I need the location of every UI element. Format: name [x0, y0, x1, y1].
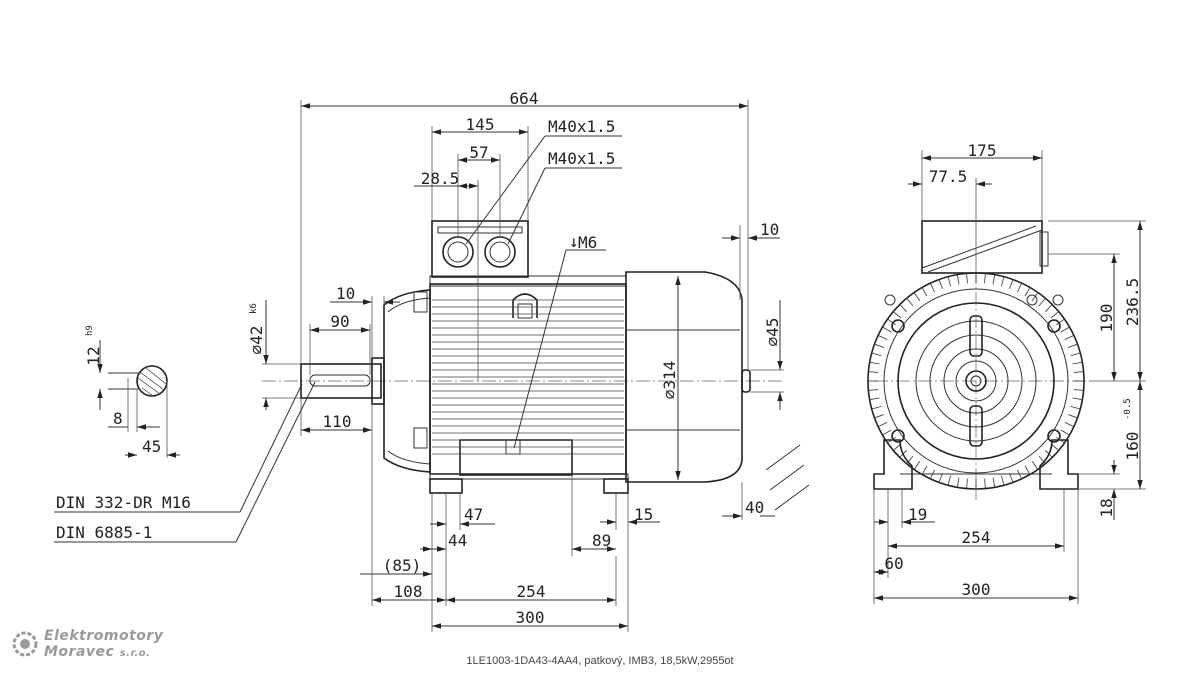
- shaft-diameter-label: ⌀42: [247, 326, 266, 355]
- rear-shaft-diameter-label: ⌀45: [763, 318, 782, 347]
- logo-line-1: Elektromotory: [44, 628, 164, 644]
- rear-foot-hole-label: 89: [592, 531, 611, 550]
- key-depth-label: 8: [113, 409, 123, 428]
- company-logo: Elektromotory Moravec s.r.o.: [10, 628, 210, 668]
- gland-spacing-label: 57: [469, 143, 488, 162]
- foot-hole-label: 47: [464, 505, 483, 524]
- key-width-label: 12: [84, 346, 103, 365]
- key-length-label: 90: [330, 312, 349, 331]
- din6885-callout: DIN 6885-1: [56, 523, 152, 542]
- terminal-box-offset-label: 28.5: [421, 169, 460, 188]
- din332-callout: DIN 332-DR M16: [56, 493, 191, 512]
- tb-height-label: 190: [1097, 304, 1116, 333]
- dist-c-label: 108: [394, 582, 423, 601]
- shaft-height-label: 160: [1123, 432, 1142, 461]
- section-diameter-label: 45: [142, 437, 161, 456]
- end-foot-width-label: 300: [962, 580, 991, 599]
- end-view-dimensions: [873, 150, 1146, 604]
- rear-overhang-label: 40: [745, 498, 764, 517]
- end-foot-hole-label: 19: [908, 505, 927, 524]
- cooling-fins: [432, 299, 624, 455]
- side-view: [262, 220, 810, 511]
- logo-suffix: s.r.o.: [119, 648, 151, 659]
- end-foot-edge-label: 60: [884, 554, 903, 573]
- overall-height-label: 236.5: [1123, 278, 1142, 326]
- terminal-box-width-label: 145: [466, 115, 495, 134]
- cable-gland-1-callout: M40x1.5: [548, 117, 615, 136]
- foot-thickness-label: 18: [1097, 498, 1116, 517]
- key-width-tolerance: h9: [85, 325, 95, 336]
- overall-length-label: 664: [510, 89, 539, 108]
- logo-line-2: Moravec s.r.o.: [44, 644, 150, 660]
- shaft-length-label: 110: [323, 412, 352, 431]
- frame-diameter-label: ⌀314: [660, 361, 679, 400]
- end-view: [867, 220, 1090, 500]
- drawing-caption: 1LE1003-1DA43-4AA4, patkový, IMB3, 18,5k…: [466, 655, 734, 667]
- foot-length-label: 300: [516, 608, 545, 627]
- shaft-section: [97, 340, 180, 458]
- foot-slot-label: 15: [634, 505, 653, 524]
- cable-gland-2-callout: M40x1.5: [548, 149, 615, 168]
- gear-logo-icon: [12, 631, 38, 657]
- rear-gap-label: 10: [760, 220, 779, 239]
- end-tb-offset-label: 77.5: [929, 167, 968, 186]
- shoulder-gap-label: 10: [336, 284, 355, 303]
- end-foot-spacing-label: 254: [962, 528, 991, 547]
- earth-thread-callout: M6: [578, 233, 597, 252]
- logo-name: Moravec: [44, 644, 115, 660]
- shaft-height-tolerance: -0.5: [1123, 398, 1133, 420]
- foot-spacing-label: 254: [517, 582, 546, 601]
- shaft-tolerance-label: k6: [249, 303, 259, 314]
- earth-thread-symbol: ↓: [569, 232, 579, 251]
- end-tb-width-label: 175: [968, 141, 997, 160]
- side-view-dimensions: [54, 100, 784, 632]
- foot-edge-label: 44: [448, 531, 467, 550]
- dist-e-label: (85): [383, 556, 422, 575]
- end-view-fins: [868, 273, 1084, 489]
